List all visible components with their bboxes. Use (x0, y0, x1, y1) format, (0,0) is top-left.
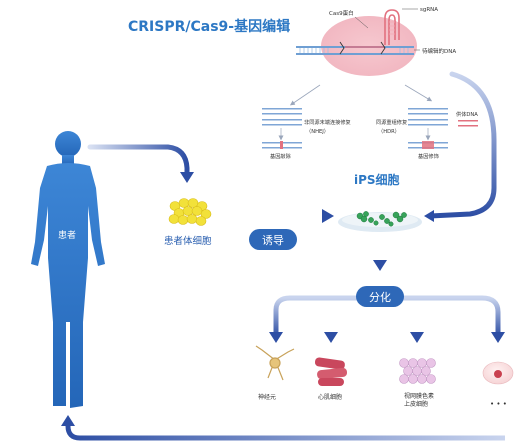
sgrna-hairpin (345, 9, 400, 48)
rpe-label-line2: 上皮细胞 (404, 400, 428, 408)
cardiomyocyte-label: 心肌细胞 (318, 393, 342, 401)
sgrna-label: sgRNA (420, 7, 438, 13)
nhej-branch-arrow (289, 84, 321, 106)
cardiomyocyte-cell (314, 357, 348, 386)
diagram-title: CRISPR/Cas9-基因编辑 (128, 18, 290, 35)
return-to-patient-arrows (263, 414, 501, 434)
patient-somatic-cells-label: 患者体细胞 (164, 235, 212, 247)
hdr-label-line1: 同源重组修复 (376, 118, 407, 126)
induction-label: 诱导 (262, 234, 284, 247)
nhej-label-line1: 非同源末端连接修复 (304, 118, 351, 126)
patient-figure (31, 131, 105, 408)
more-cells-ellipsis: • • • (490, 400, 507, 408)
patient-to-cells-arrow (87, 144, 190, 179)
hdr-label-line2: （HDR） (378, 128, 400, 135)
differentiation-arrows (269, 298, 505, 343)
crispr-to-ips-arrow (427, 71, 497, 219)
rpe-label-line1: 视网膜色素 (404, 392, 434, 400)
hdr-donor-label: 供体DNA (456, 110, 478, 118)
neuron-label: 神经元 (258, 393, 276, 401)
patient-label: 患者 (58, 229, 76, 241)
hdr-result-label: 基因修饰 (418, 152, 439, 160)
induction-pill (249, 229, 297, 250)
nhej-label-line2: （NHEJ） (306, 128, 329, 135)
cas9-complex-illustration (296, 8, 420, 76)
cut-mark-icon (339, 41, 345, 55)
ips-cell-label: iPS细胞 (354, 172, 400, 187)
target-dna-label: 待编辑的DNA (422, 47, 456, 55)
differentiation-label: 分化 (369, 290, 391, 304)
cut-mark-icon (380, 41, 386, 55)
hdr-branch-arrow (404, 84, 433, 102)
hdr-diagram (408, 108, 478, 149)
generic-cell (482, 361, 514, 385)
patient-somatic-cells (168, 198, 212, 226)
return-path-bottom (65, 424, 505, 441)
nhej-result-label: 基因敲除 (270, 152, 292, 160)
nhej-diagram (262, 108, 302, 149)
rpe-cell (399, 358, 436, 384)
neuron-cell (255, 345, 295, 381)
differentiation-pill (356, 286, 404, 307)
cas9-protein-label: Cas9蛋白 (329, 9, 354, 17)
ips-cell-dish (338, 211, 422, 232)
